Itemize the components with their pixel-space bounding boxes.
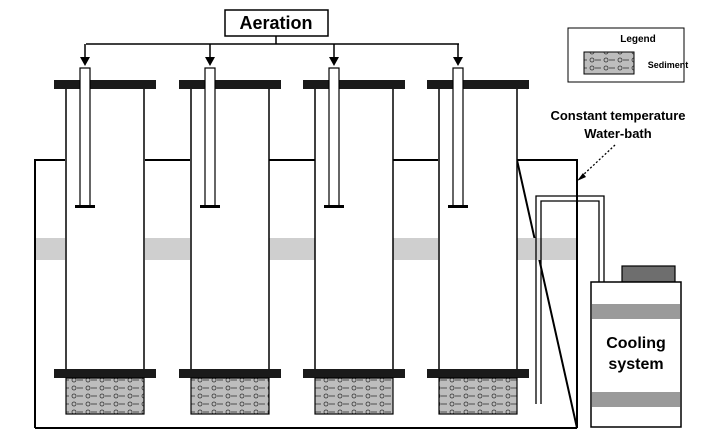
column-top-cap bbox=[427, 80, 529, 89]
sediment-block bbox=[314, 377, 394, 415]
column-body bbox=[190, 85, 270, 373]
aeration-tube bbox=[204, 67, 216, 207]
sediment-block bbox=[65, 377, 145, 415]
sediment-columns bbox=[54, 44, 529, 415]
cooling-system: Cooling system bbox=[590, 265, 682, 428]
water-bath-tank bbox=[34, 159, 578, 429]
column-body bbox=[438, 85, 518, 373]
aeration-diffuser bbox=[448, 205, 468, 208]
column-top-cap bbox=[303, 80, 405, 89]
cooling-stripe-bottom bbox=[592, 392, 680, 407]
aeration-arrowhead bbox=[80, 57, 90, 66]
aeration-tube bbox=[328, 67, 340, 207]
aeration-diffuser bbox=[200, 205, 220, 208]
legend-title: Legend bbox=[620, 34, 656, 45]
aeration-tube bbox=[452, 67, 464, 207]
cooling-system-line1: Cooling bbox=[606, 335, 666, 352]
aeration-label-box: Aeration bbox=[224, 9, 329, 37]
column-body bbox=[314, 85, 394, 373]
water-bath-pointer-arrow bbox=[581, 144, 616, 177]
cooling-system-lid bbox=[621, 265, 676, 283]
sediment-block bbox=[190, 377, 270, 415]
column-bottom-cap bbox=[54, 369, 156, 378]
aeration-label: Aeration bbox=[239, 13, 312, 33]
column-3 bbox=[303, 44, 405, 415]
water-bath-label-line2: Water-bath bbox=[584, 126, 651, 141]
legend: Legend Sediment bbox=[567, 27, 689, 83]
column-2 bbox=[179, 44, 281, 415]
aeration-arrowhead bbox=[329, 57, 339, 66]
aeration-distribution-lines bbox=[86, 36, 459, 45]
sediment-block bbox=[438, 377, 518, 415]
column-4 bbox=[427, 44, 529, 415]
water-bath-label-line1: Constant temperature bbox=[550, 108, 685, 123]
aeration-arrowhead bbox=[453, 57, 463, 66]
column-bottom-cap bbox=[427, 369, 529, 378]
cooling-stripe-top bbox=[592, 304, 680, 319]
column-body bbox=[65, 85, 145, 373]
column-top-cap bbox=[179, 80, 281, 89]
column-bottom-cap bbox=[303, 369, 405, 378]
column-bottom-cap bbox=[179, 369, 281, 378]
water-level-band bbox=[36, 238, 576, 260]
water-bath-callout: Constant temperature Water-bath bbox=[550, 108, 686, 181]
cooling-pipe bbox=[535, 195, 605, 404]
aeration-diffuser bbox=[75, 205, 95, 208]
aeration-arrowhead bbox=[205, 57, 215, 66]
column-1 bbox=[54, 44, 156, 415]
cooling-system-line2: system bbox=[608, 356, 663, 373]
aeration-tube bbox=[79, 67, 91, 207]
legend-sediment-swatch bbox=[583, 51, 635, 75]
column-top-cap bbox=[54, 80, 156, 89]
legend-sediment-label: Sediment bbox=[648, 60, 689, 70]
aeration-diffuser bbox=[324, 205, 344, 208]
